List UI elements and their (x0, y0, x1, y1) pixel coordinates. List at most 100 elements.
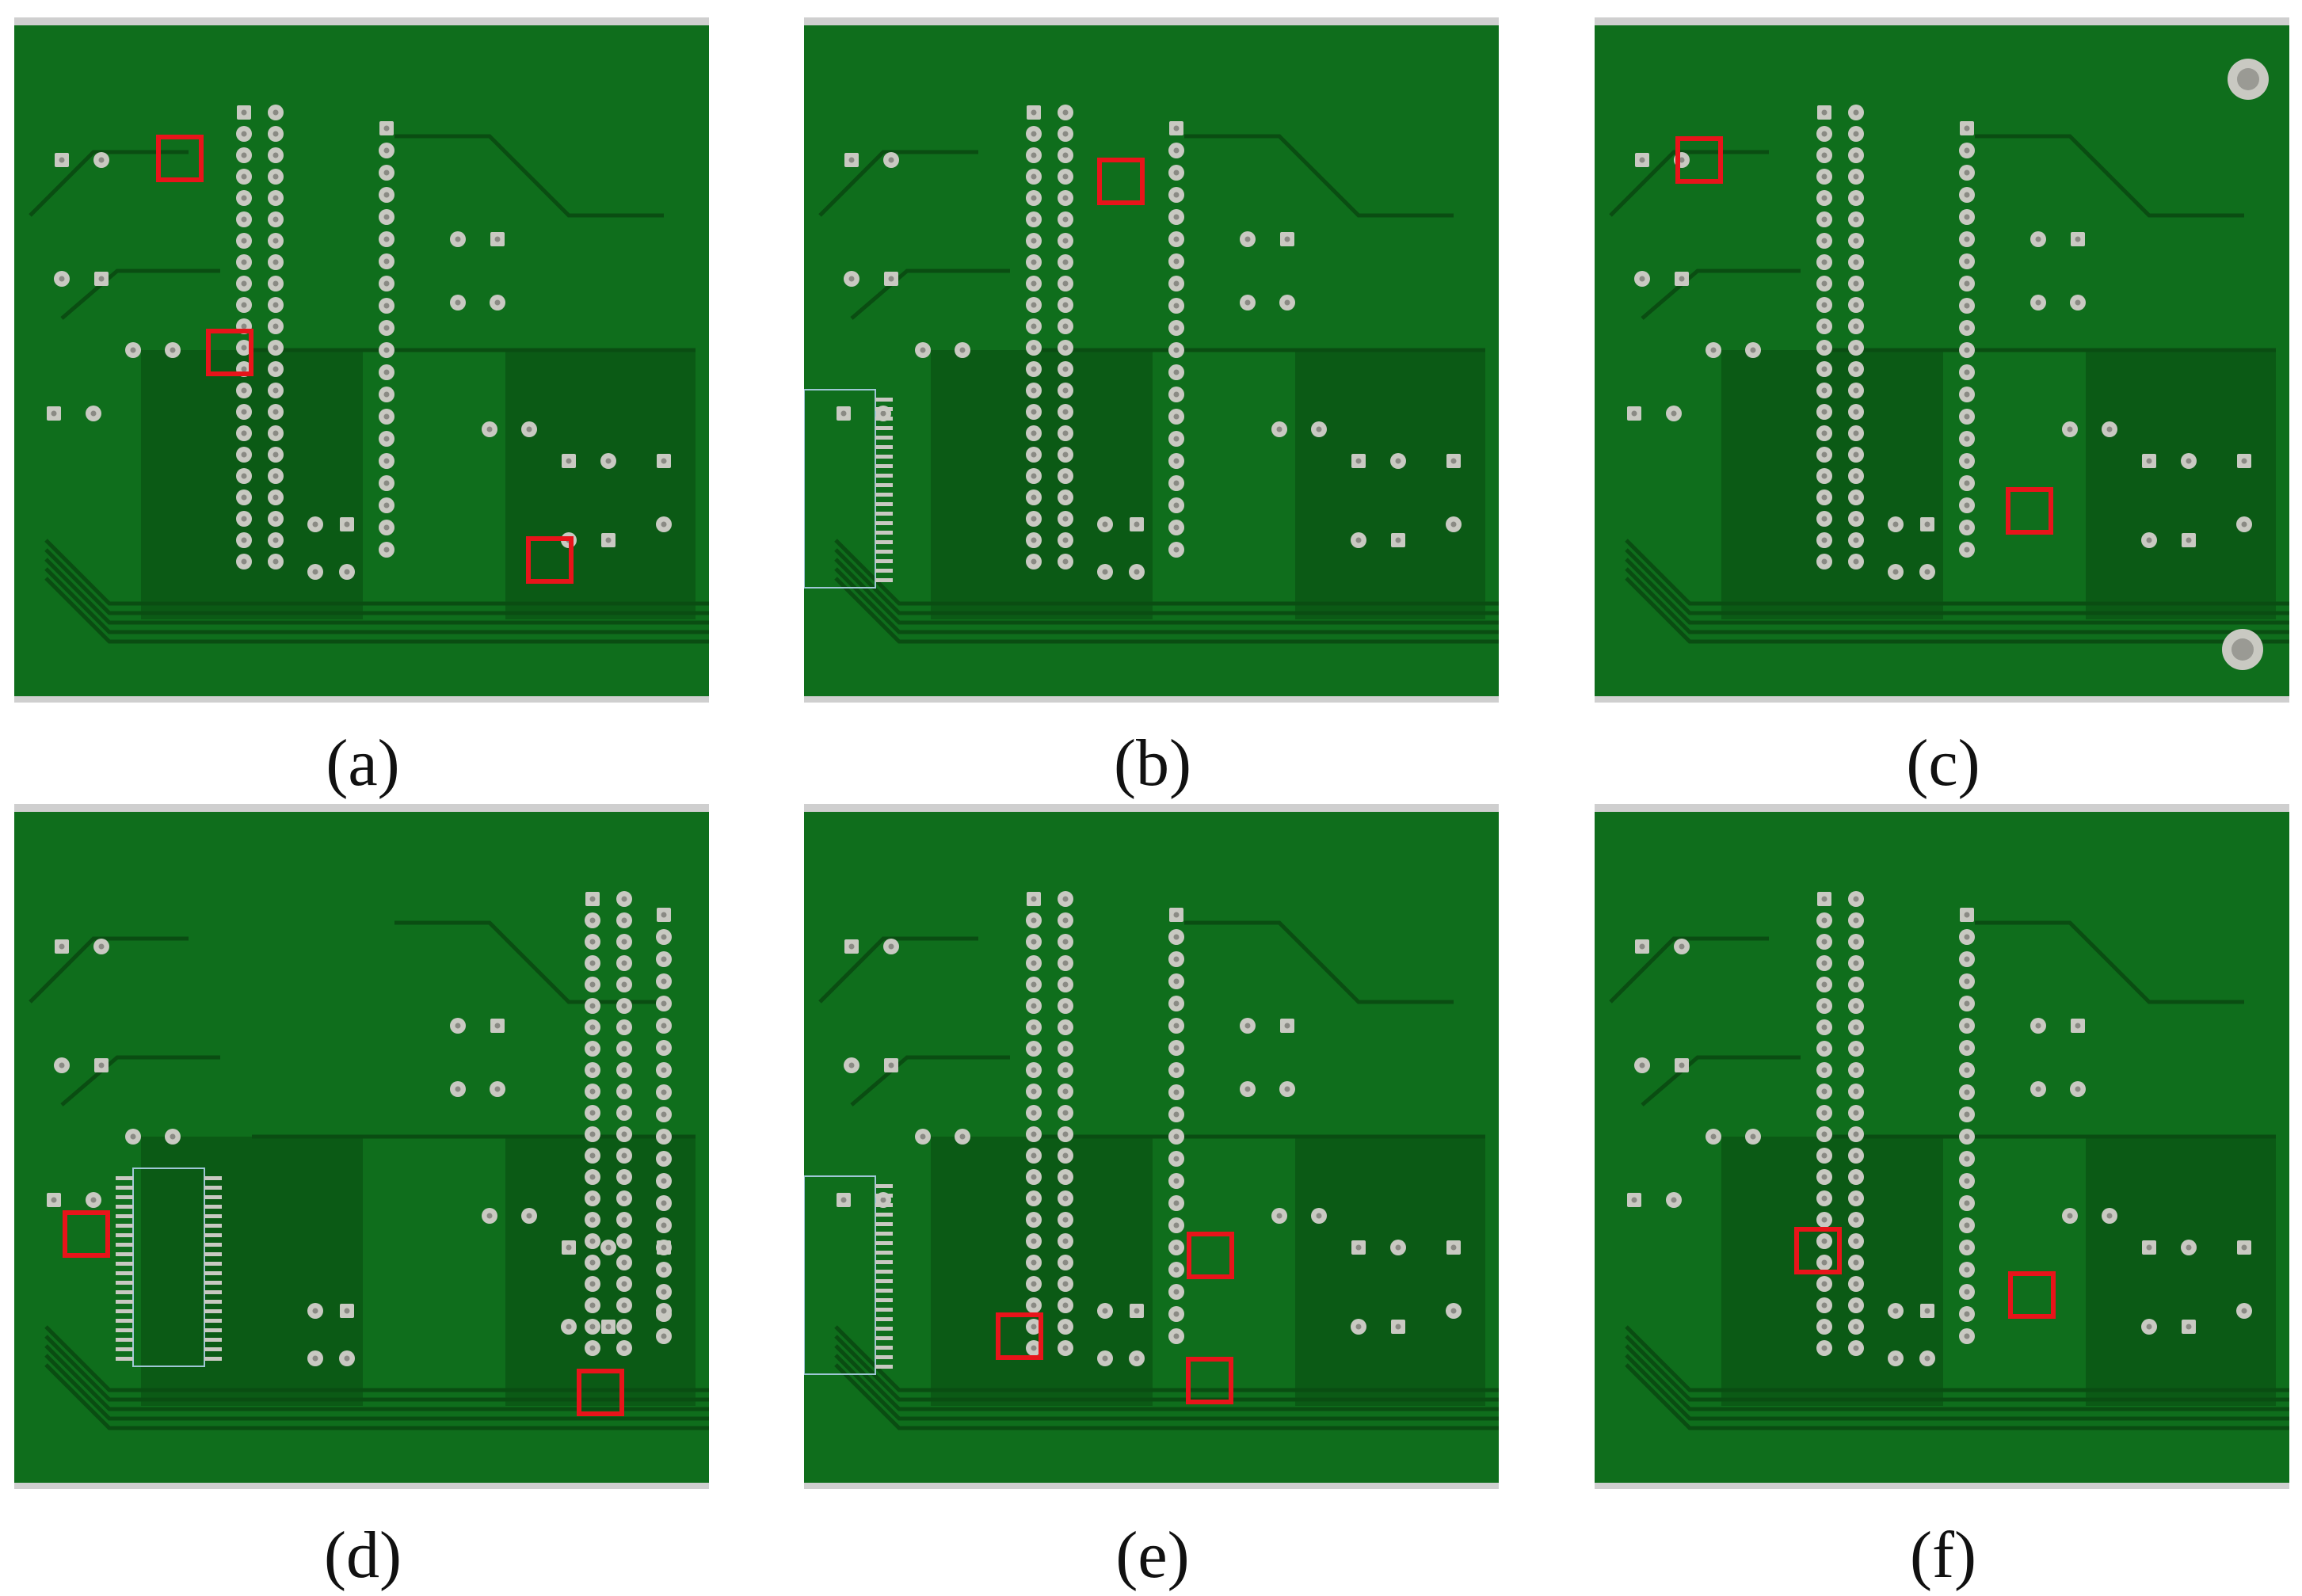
pad-hole (2186, 458, 2192, 464)
pad-hole (1964, 502, 1970, 509)
pad-hole (1031, 152, 1037, 158)
pad-hole (621, 1067, 627, 1073)
pad-hole (1853, 238, 1859, 244)
pad-hole (1821, 1302, 1827, 1308)
pad-hole (1964, 325, 1970, 331)
pad-hole (1031, 1238, 1037, 1244)
ic-pin (204, 1214, 222, 1218)
pad-hole (273, 387, 279, 394)
pad-hole (1964, 1200, 1970, 1206)
pad-hole (1244, 236, 1251, 242)
pad-hole (1062, 1088, 1069, 1095)
pad-hole (1031, 1110, 1037, 1116)
ic-pin (875, 417, 893, 421)
pad-hole (1821, 366, 1827, 372)
defect-box (1187, 1232, 1234, 1279)
pad-hole (621, 1024, 627, 1030)
pad-hole (241, 216, 247, 223)
ic-pin (875, 1365, 893, 1369)
copper-trace (44, 1354, 709, 1421)
defect-box (996, 1312, 1043, 1360)
pad-hole (1395, 537, 1401, 543)
pad-hole (621, 1131, 627, 1137)
pad-hole (273, 516, 279, 522)
copper-trace (834, 577, 1499, 644)
pad-hole (1173, 391, 1180, 398)
pad-hole (1102, 521, 1108, 528)
pad-hole (1173, 413, 1180, 420)
pad-hole (661, 1089, 667, 1095)
pad-hole (1853, 939, 1859, 945)
pad-hole (2075, 1086, 2081, 1092)
pad-hole (455, 236, 461, 242)
pad-hole (1062, 896, 1069, 902)
pad-hole (621, 1110, 627, 1116)
pad-hole (90, 1197, 97, 1203)
ic-pin (875, 578, 893, 582)
pad-hole (1031, 558, 1037, 565)
pad-hole (1031, 238, 1037, 244)
pad-hole (566, 458, 572, 464)
pcb-image-f (1595, 804, 2289, 1489)
pad-hole (661, 978, 667, 985)
pad-hole (1964, 934, 1970, 940)
ic-pin (875, 464, 893, 468)
pad-hole (59, 943, 65, 950)
pad-hole (566, 1324, 572, 1330)
copper-trace (850, 269, 1010, 320)
pad-hole (1173, 1045, 1180, 1051)
pad-hole (1316, 426, 1322, 432)
pad-hole (312, 1308, 318, 1314)
pad-hole (621, 939, 627, 945)
pad-hole (241, 345, 247, 351)
pad-hole (241, 302, 247, 308)
pad-hole (241, 537, 247, 543)
pad-hole (1173, 1000, 1180, 1007)
pad-hole (241, 430, 247, 436)
pad-hole (1062, 1217, 1069, 1223)
pad-hole (2241, 1244, 2247, 1251)
pad-hole (1173, 524, 1180, 531)
ic-pin (875, 445, 893, 449)
ic-pin (116, 1214, 133, 1218)
pad-hole (241, 280, 247, 287)
pad-hole (1062, 409, 1069, 415)
pad-hole (1062, 1259, 1069, 1266)
pad-hole (1173, 1067, 1180, 1073)
pcb-image-b (804, 17, 1499, 703)
pad-hole (661, 1333, 667, 1339)
pad-hole (383, 214, 390, 220)
pad-hole (1964, 1023, 1970, 1029)
pad-hole (621, 896, 627, 902)
pad-hole (1173, 978, 1180, 985)
copper-trace (44, 1335, 709, 1402)
board-edge (1595, 17, 2289, 25)
copper-trace (44, 577, 709, 644)
pad-hole (1821, 323, 1827, 329)
pad-hole (130, 347, 136, 353)
pad-hole (1173, 1289, 1180, 1295)
pad-hole (1395, 458, 1401, 464)
copper-trace (394, 134, 664, 218)
pad-hole (2186, 1324, 2192, 1330)
pad-hole (1031, 537, 1037, 543)
pad-hole (312, 1355, 318, 1362)
pad-hole (1964, 547, 1970, 553)
ic-pin (204, 1195, 222, 1199)
ic-pin (875, 436, 893, 440)
pad-hole (1134, 569, 1140, 575)
pad-hole (2075, 236, 2081, 242)
copper-trace (44, 548, 709, 615)
ic-outline (804, 389, 876, 589)
pad-hole (1134, 521, 1140, 528)
pad-hole (273, 280, 279, 287)
pad-hole (383, 347, 390, 353)
pad-hole (1821, 1110, 1827, 1116)
pad-hole (1821, 1345, 1827, 1351)
ic-pin (875, 569, 893, 573)
pad-hole (1062, 981, 1069, 988)
ic-pin (204, 1262, 222, 1266)
pad-hole (383, 436, 390, 442)
pad-hole (1450, 458, 1457, 464)
pad-hole (661, 1045, 667, 1051)
